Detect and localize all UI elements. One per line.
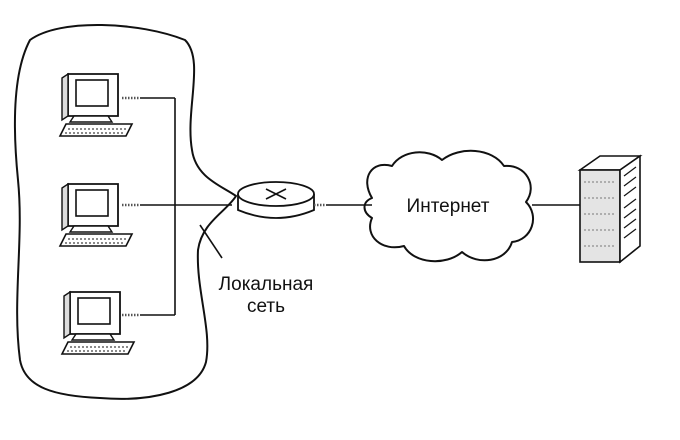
- internet-cloud: [363, 149, 535, 263]
- workstation-icon: [58, 182, 134, 247]
- workstation-icon: [60, 290, 136, 355]
- internet-label: Интернет: [407, 196, 490, 217]
- lan-label-line1: Локальная: [219, 274, 314, 295]
- lan-label-leader: [199, 224, 223, 259]
- workstation-icon: [58, 72, 134, 137]
- server-icon: [577, 154, 643, 264]
- local-network-area: [13, 23, 237, 400]
- router-icon: [237, 181, 315, 219]
- lan-label-line2: сеть: [247, 296, 285, 317]
